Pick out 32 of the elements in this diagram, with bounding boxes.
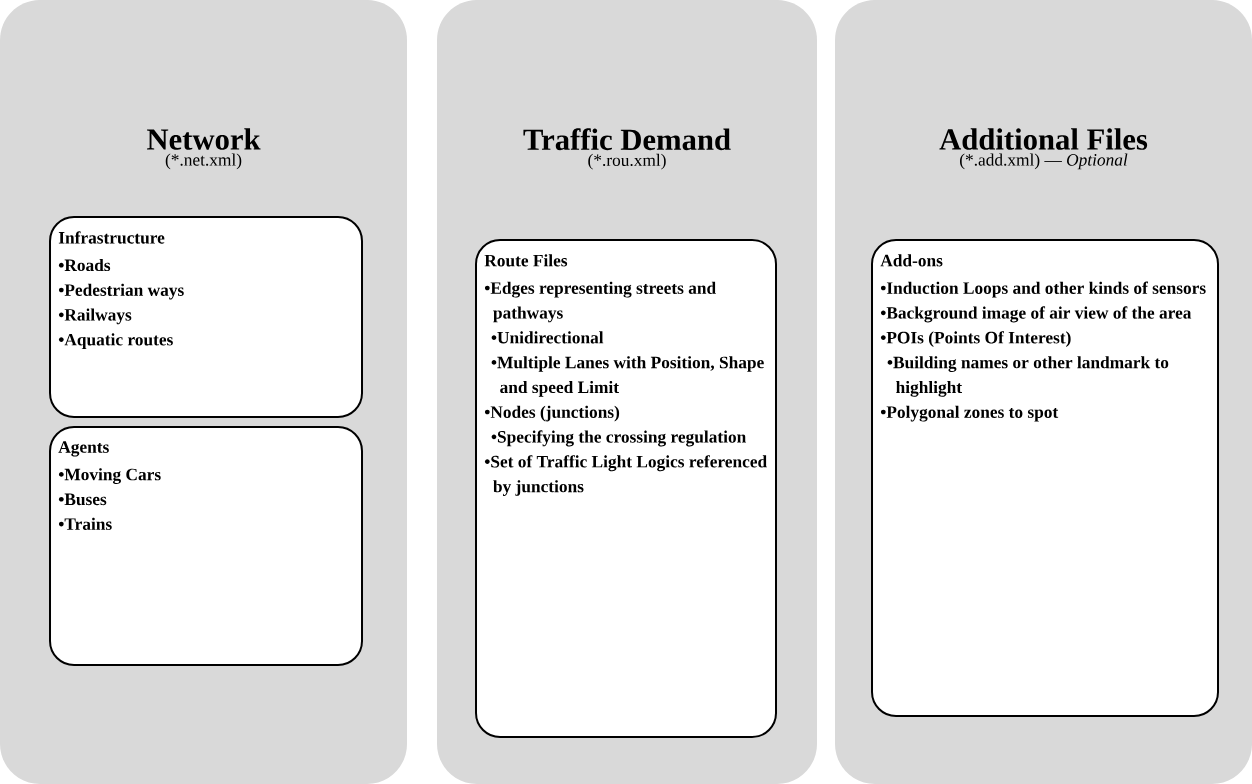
bullet-item: •Unidirectional (491, 331, 604, 344)
file-pattern: (*.net.xml) (165, 153, 242, 170)
bullet-item: •Induction Loops and other kinds of sensors (880, 281, 1206, 298)
box-heading: Add-ons (880, 254, 943, 267)
bullet-item: •POIs (Points Of Interest) (880, 331, 1071, 348)
bullet-item: •Multiple Lanes with Position, Shape and speed Limit (491, 356, 764, 397)
bullet-item: •Polygonal zones to spot (880, 405, 1059, 422)
content-box (49, 216, 363, 418)
bullet-item: •Trains (58, 517, 112, 530)
content-box (49, 426, 363, 666)
bullet-item: •Specifying the crossing regulation (491, 430, 747, 447)
bullet-item: •Roads (58, 258, 111, 272)
bullet-item: •Buses (58, 493, 107, 506)
bullet-item: •Building names or other landmark to highlight (887, 356, 1169, 397)
content-box (871, 239, 1219, 717)
box-heading: Route Files (484, 254, 568, 267)
bullet-item: •Pedestrian ways (58, 283, 184, 300)
panel-title: Network (147, 128, 261, 150)
file-pattern: (*.add.xml) — Optional (960, 153, 1128, 170)
bullet-item: •Background image of air view of the area (880, 306, 1192, 323)
box-heading: Agents (58, 441, 109, 457)
file-pattern: (*.rou.xml) (588, 153, 666, 170)
bullet-item: •Edges representing streets and pathways (484, 281, 716, 323)
box-heading: Infrastructure (58, 231, 165, 244)
bullet-item: •Aquatic routes (58, 333, 173, 349)
bullet-item: •Nodes (junctions) (484, 405, 620, 422)
bullet-item: •Set of Traffic Light Logics referenced by junctions (484, 455, 767, 496)
bullet-item: •Moving Cars (58, 468, 161, 484)
panel-title: Additional Files (939, 128, 1148, 150)
bullet-item: •Railways (58, 308, 132, 325)
panel-title: Traffic Demand (523, 128, 731, 151)
content-box (475, 239, 777, 738)
